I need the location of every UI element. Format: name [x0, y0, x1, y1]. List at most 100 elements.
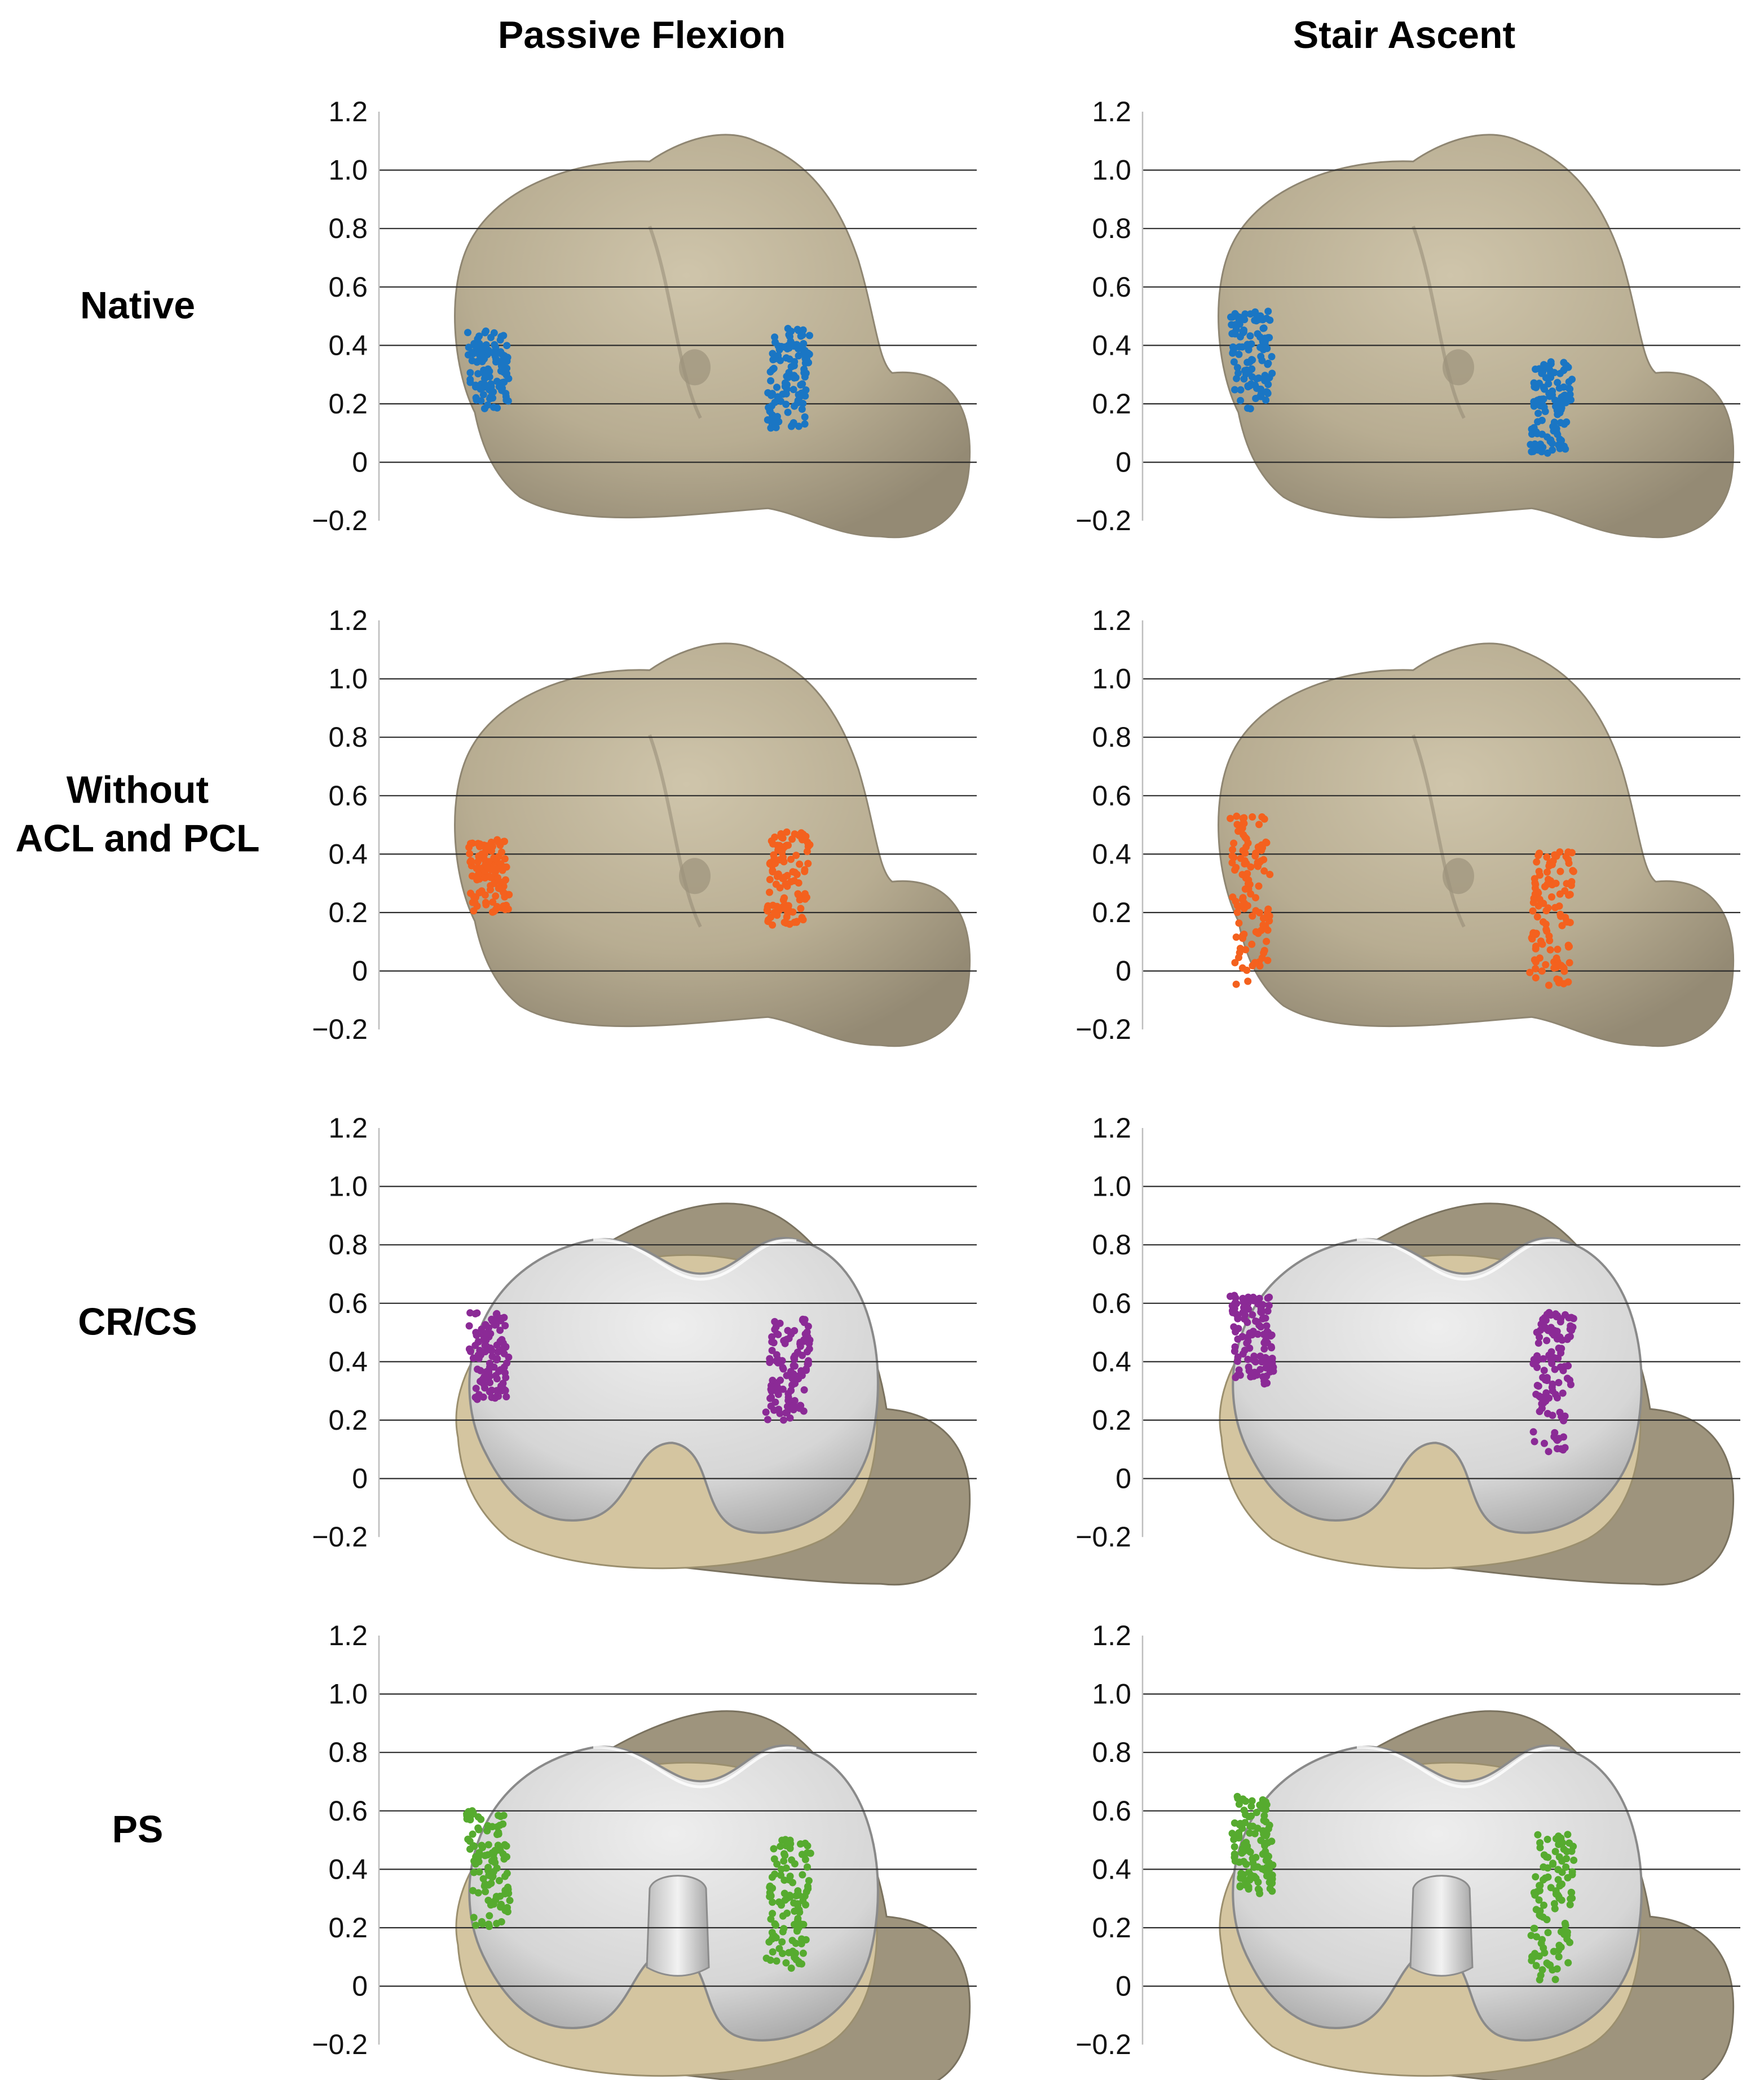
y-tick-label: −0.2	[1075, 1521, 1131, 1553]
y-tick-label: 0	[352, 1463, 368, 1495]
contact-point	[788, 1381, 796, 1389]
insert-rim-highlight	[593, 1238, 797, 1281]
contact-point	[482, 327, 489, 335]
contact-point	[790, 1361, 797, 1369]
contact-point	[784, 841, 792, 849]
contact-point	[499, 1339, 507, 1347]
contact-point	[773, 1957, 780, 1965]
contact-point	[1267, 1343, 1275, 1351]
contact-point	[1532, 1962, 1540, 1969]
contact-cluster-lateral	[762, 1315, 814, 1424]
contact-point	[1568, 376, 1576, 384]
contact-point	[1561, 1444, 1569, 1452]
contact-point	[771, 1870, 779, 1878]
contact-point	[801, 413, 809, 421]
contact-point	[766, 368, 774, 376]
contact-point	[1240, 1806, 1248, 1814]
contact-point	[1564, 1333, 1572, 1341]
contact-point	[484, 1841, 492, 1849]
contact-point	[1542, 907, 1550, 915]
contact-point	[1555, 962, 1562, 970]
contact-point	[786, 1414, 794, 1422]
contact-point	[1240, 326, 1247, 334]
contact-point	[1260, 1345, 1268, 1353]
contact-point	[1231, 386, 1238, 394]
contact-point	[771, 418, 779, 426]
contact-point	[466, 376, 474, 384]
contact-point	[1260, 1817, 1268, 1825]
contact-point	[1561, 391, 1569, 399]
contact-point	[484, 1345, 492, 1353]
contact-point	[1265, 1302, 1273, 1310]
y-tick-label: 0	[352, 955, 368, 987]
contact-point	[793, 870, 801, 878]
contact-point	[474, 335, 482, 343]
contact-point	[797, 905, 805, 913]
contact-point	[778, 1938, 786, 1946]
panel-cr-cs-passive-flexion: 1.21.00.80.60.40.20−0.2	[312, 1112, 977, 1586]
contact-point	[466, 1309, 474, 1317]
contact-point	[1243, 870, 1251, 878]
surface-image	[455, 1710, 971, 2080]
contact-point	[1537, 1971, 1545, 1979]
contact-point	[1544, 1853, 1552, 1861]
contact-point	[1230, 329, 1238, 337]
contact-point	[493, 404, 501, 412]
y-tick-label: 0.8	[328, 1737, 368, 1768]
contact-point	[783, 1909, 791, 1917]
y-tick-label: 0.2	[328, 388, 368, 420]
contact-point	[780, 1857, 788, 1865]
contact-point	[781, 1896, 789, 1904]
contact-point	[800, 1386, 808, 1394]
column-title-stair-ascent: Stair Ascent	[1293, 14, 1515, 56]
contact-point	[502, 1374, 510, 1381]
contact-point	[799, 916, 807, 924]
contact-point	[473, 1395, 481, 1403]
contact-point	[804, 1883, 812, 1890]
tibial-plateau-shape	[454, 134, 971, 539]
y-tick-label: 0.6	[1092, 1795, 1131, 1827]
contact-point	[1536, 849, 1544, 857]
contact-point	[773, 384, 780, 391]
contact-point	[500, 1363, 508, 1371]
contact-cluster-medial	[465, 1309, 513, 1403]
contact-point	[480, 370, 488, 378]
contact-point	[477, 1378, 485, 1386]
y-tick-label: 0.8	[328, 213, 368, 244]
contact-point	[474, 840, 482, 848]
contact-point	[767, 1915, 775, 1923]
contact-point	[1558, 1336, 1566, 1344]
contact-point	[1256, 858, 1263, 866]
y-tick-label: 1.2	[1092, 1112, 1131, 1144]
contact-point	[1541, 1376, 1549, 1384]
contact-point	[1233, 821, 1241, 829]
contact-point	[1268, 1879, 1276, 1887]
y-tick-label: 0.2	[328, 1404, 368, 1436]
contact-point	[1567, 1381, 1575, 1389]
column-title-passive-flexion: Passive Flexion	[498, 14, 786, 56]
contact-point	[1535, 1896, 1543, 1904]
contact-point	[490, 329, 498, 337]
contact-point	[477, 1367, 484, 1374]
contact-point	[1256, 312, 1264, 320]
contact-point	[1550, 1900, 1558, 1907]
contact-point	[802, 386, 810, 394]
contact-point	[1543, 1337, 1551, 1345]
contact-point	[504, 905, 512, 913]
contact-point	[1553, 425, 1560, 433]
contact-point	[1561, 887, 1569, 894]
contact-point	[469, 1887, 477, 1894]
panel-native-stair-ascent: 1.21.00.80.60.40.20−0.2	[1075, 96, 1740, 539]
contact-point	[485, 386, 493, 394]
contact-point	[802, 1365, 810, 1373]
y-tick-label: 0.6	[1092, 271, 1131, 303]
contact-point	[1547, 369, 1555, 377]
contact-point	[1235, 954, 1242, 962]
contact-point	[1235, 1829, 1243, 1837]
contact-point	[502, 1393, 510, 1400]
contact-point	[1248, 1797, 1256, 1805]
contact-point	[1536, 1881, 1544, 1889]
contact-cluster-lateral	[1526, 848, 1577, 989]
contact-point	[492, 1310, 500, 1318]
